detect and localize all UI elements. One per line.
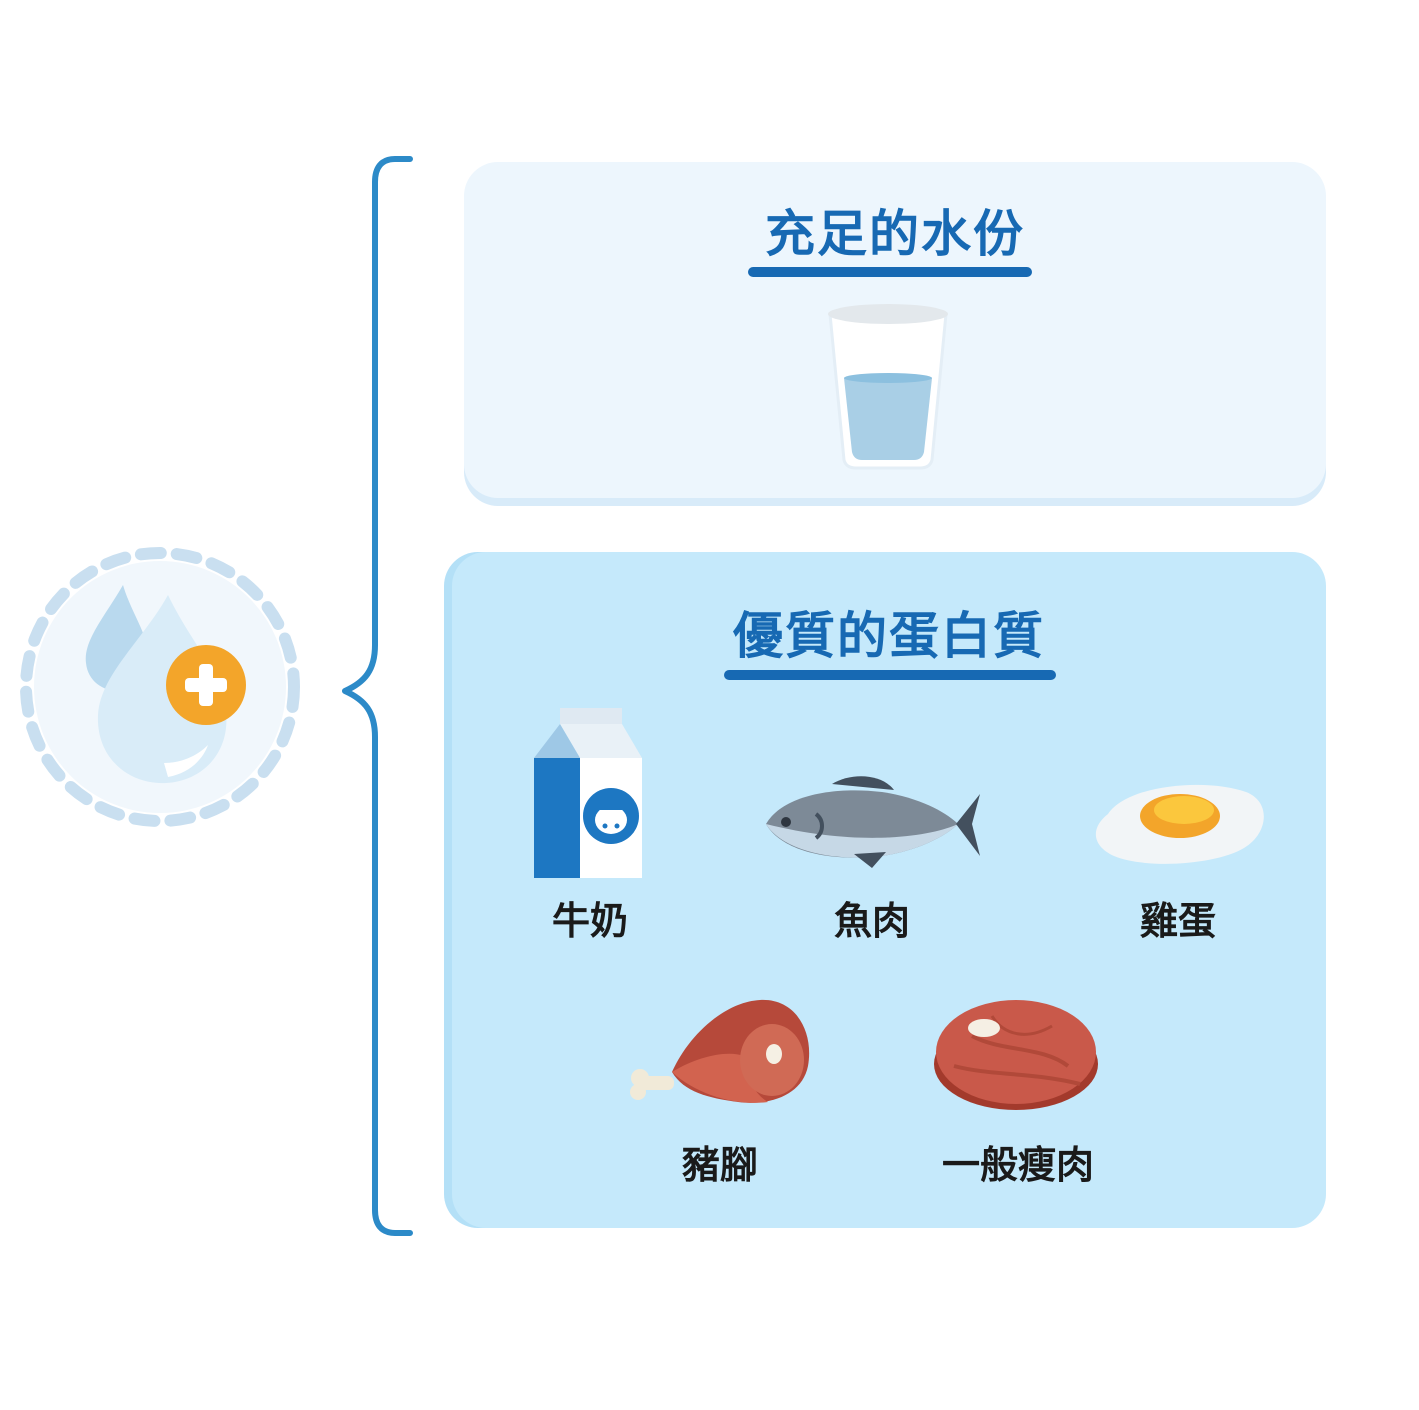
water-glass-icon [824, 302, 952, 472]
food-label-lean-meat: 一般瘦肉 [941, 1143, 1094, 1187]
food-label-milk: 牛奶 [551, 899, 628, 943]
protein-card-title: 優質的蛋白質 [733, 607, 1045, 665]
milk-carton-icon [530, 708, 650, 880]
pork-knuckle-icon [628, 996, 818, 1108]
fried-egg-icon [1088, 778, 1268, 870]
protein-title-underline [724, 670, 1056, 680]
water-plus-icon [18, 545, 303, 830]
water-title-underline [748, 267, 1032, 277]
water-card: 充足的水份 [464, 162, 1326, 498]
water-card-title: 充足的水份 [765, 205, 1025, 263]
curly-brace [335, 150, 425, 1242]
food-label-fish: 魚肉 [833, 899, 910, 943]
lean-meat-steak-icon [932, 996, 1102, 1114]
fish-icon [762, 772, 984, 872]
protein-card: 優質的蛋白質 牛奶 魚肉 [452, 552, 1326, 1228]
food-label-pork-knuckle: 豬腳 [681, 1143, 758, 1187]
food-label-egg: 雞蛋 [1139, 899, 1216, 943]
